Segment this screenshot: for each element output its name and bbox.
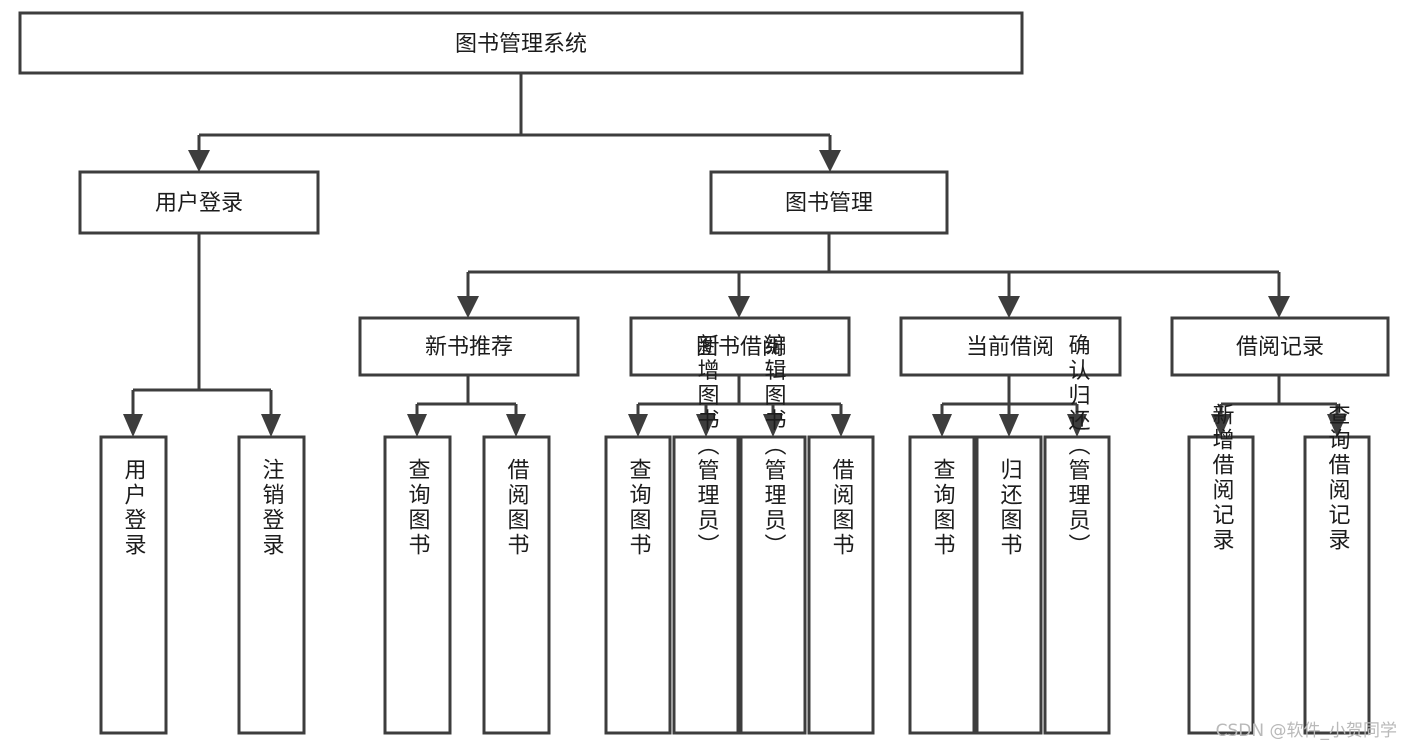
leaf-bb-borrow-book-box[interactable] xyxy=(807,435,875,735)
node-book-borrow[interactable]: 图书借阅 xyxy=(629,316,851,377)
node-book-management[interactable]: 图书管理 xyxy=(709,170,949,235)
node-new-book-recommend-label: 新书推荐 xyxy=(425,335,513,360)
arrow-head-new-book xyxy=(457,296,479,318)
leaf-nb-borrow-book-box[interactable] xyxy=(482,435,551,735)
leaf-bb-query-book-box[interactable] xyxy=(604,435,672,735)
arrow-head-bb-leaf-3 xyxy=(763,414,783,437)
node-user-login-label: 用户登录 xyxy=(155,191,243,216)
leaf-bb-query-book-label: 查询图书 xyxy=(626,458,652,558)
leaf-logout-box[interactable] xyxy=(237,435,306,735)
arrow-head-leaf-user-login xyxy=(123,414,143,437)
leaf-node[interactable]: 注销登录 xyxy=(237,435,306,735)
connector-group-newbook-to-leaves xyxy=(407,375,526,437)
leaf-user-login-label: 用户登录 xyxy=(121,458,147,558)
arrow-head-cb-leaf-1 xyxy=(932,414,952,437)
node-user-login-box[interactable] xyxy=(78,170,320,235)
leaf-node[interactable]: 查询图书 xyxy=(908,435,976,735)
arrow-head-cb-leaf-2 xyxy=(999,414,1019,437)
node-borrow-record-box[interactable] xyxy=(1170,316,1390,377)
leaf-nb-borrow-book-label: 借阅图书 xyxy=(504,458,530,558)
arrow-head-br-leaf-2 xyxy=(1327,414,1347,437)
arrow-head-current-borrow xyxy=(998,296,1020,318)
arrow-head-bb-leaf-2 xyxy=(696,414,716,437)
leaf-cb-query-book-box[interactable] xyxy=(908,435,976,735)
arrow-head-book-borrow xyxy=(728,296,750,318)
leaf-cb-query-book-label: 查询图书 xyxy=(930,458,956,558)
node-borrow-record-label: 借阅记录 xyxy=(1236,335,1324,360)
leaf-bb-borrow-book-label: 借阅图书 xyxy=(829,458,855,558)
arrow-head-user-login xyxy=(188,150,210,172)
arrow-head-br-leaf-1 xyxy=(1211,414,1231,437)
leaf-node[interactable]: 新增图书（管理员） xyxy=(672,334,740,735)
arrow-head-cb-leaf-3 xyxy=(1067,414,1087,437)
leaf-node[interactable]: 新增借阅记录 xyxy=(1187,403,1255,735)
arrow-head-nb-leaf-1 xyxy=(407,414,427,437)
node-book-management-box[interactable] xyxy=(709,170,949,235)
node-book-borrow-label: 图书借阅 xyxy=(696,335,784,360)
node-root-box[interactable] xyxy=(18,11,1024,75)
node-user-login[interactable]: 用户登录 xyxy=(78,170,320,235)
leaf-br-add-record-box[interactable] xyxy=(1187,435,1255,735)
csdn-watermark: CSDN @软件_小贺同学 xyxy=(1215,721,1397,741)
connector-group-bookmanage-to-level3 xyxy=(457,233,1290,318)
node-borrow-record[interactable]: 借阅记录 xyxy=(1170,316,1390,377)
node-book-management-label: 图书管理 xyxy=(785,191,873,216)
leaf-bb-add-book-label: 新增图书（管理员） xyxy=(694,334,720,559)
arrow-head-nb-leaf-2 xyxy=(506,414,526,437)
leaf-cb-return-book-box[interactable] xyxy=(975,435,1043,735)
leaf-logout-label: 注销登录 xyxy=(259,458,285,558)
arrow-head-bb-leaf-1 xyxy=(628,414,648,437)
leaf-cb-confirm-return-box[interactable] xyxy=(1043,435,1111,735)
leaf-user-login-box[interactable] xyxy=(99,435,168,735)
leaf-bb-edit-book-label: 编辑图书（管理员） xyxy=(761,334,787,559)
connector-group-userlogin-to-leaves xyxy=(123,233,281,437)
leaf-cb-confirm-return-label: 确认归还（管理员） xyxy=(1065,334,1091,559)
leaf-node[interactable]: 查询图书 xyxy=(383,435,452,735)
leaf-node[interactable]: 借阅图书 xyxy=(482,435,551,735)
leaf-br-query-record-label: 查询借阅记录 xyxy=(1325,403,1351,553)
node-current-borrow-label: 当前借阅 xyxy=(966,335,1054,360)
leaf-cb-return-book-label: 归还图书 xyxy=(997,458,1023,558)
connector-group-currentborrow-to-leaves xyxy=(932,375,1087,437)
arrow-head-borrow-record xyxy=(1268,296,1290,318)
leaf-nb-query-book-box[interactable] xyxy=(383,435,452,735)
leaf-node[interactable]: 借阅图书 xyxy=(807,435,875,735)
leaf-node[interactable]: 归还图书 xyxy=(975,435,1043,735)
leaf-node[interactable]: 查询借阅记录 xyxy=(1303,403,1371,735)
connector-group-borrowrecord-to-leaves xyxy=(1211,375,1347,437)
arrow-head-book-manage xyxy=(819,150,841,172)
leaf-node[interactable]: 用户登录 xyxy=(99,435,168,735)
node-root-label: 图书管理系统 xyxy=(455,32,587,57)
leaf-br-add-record-label: 新增借阅记录 xyxy=(1209,403,1235,553)
node-new-book-recommend-box[interactable] xyxy=(358,316,580,377)
node-current-borrow-box[interactable] xyxy=(899,316,1122,377)
leaf-node[interactable]: 确认归还（管理员） xyxy=(1043,334,1111,735)
node-new-book-recommend[interactable]: 新书推荐 xyxy=(358,316,580,377)
connector-group-bookborrow-to-leaves xyxy=(628,375,851,437)
leaf-node[interactable]: 查询图书 xyxy=(604,435,672,735)
leaf-bb-add-book-box[interactable] xyxy=(672,435,740,735)
leaf-bb-edit-book-box[interactable] xyxy=(739,435,807,735)
leaf-node[interactable]: 编辑图书（管理员） xyxy=(739,334,807,735)
connector-group-root-to-level2 xyxy=(188,74,841,172)
node-book-borrow-box[interactable] xyxy=(629,316,851,377)
leaf-nb-query-book-label: 查询图书 xyxy=(405,458,431,558)
arrow-head-bb-leaf-4 xyxy=(831,414,851,437)
node-root[interactable]: 图书管理系统 xyxy=(18,11,1024,75)
leaf-br-query-record-box[interactable] xyxy=(1303,435,1371,735)
node-current-borrow[interactable]: 当前借阅 xyxy=(899,316,1122,377)
arrow-head-leaf-logout xyxy=(261,414,281,437)
